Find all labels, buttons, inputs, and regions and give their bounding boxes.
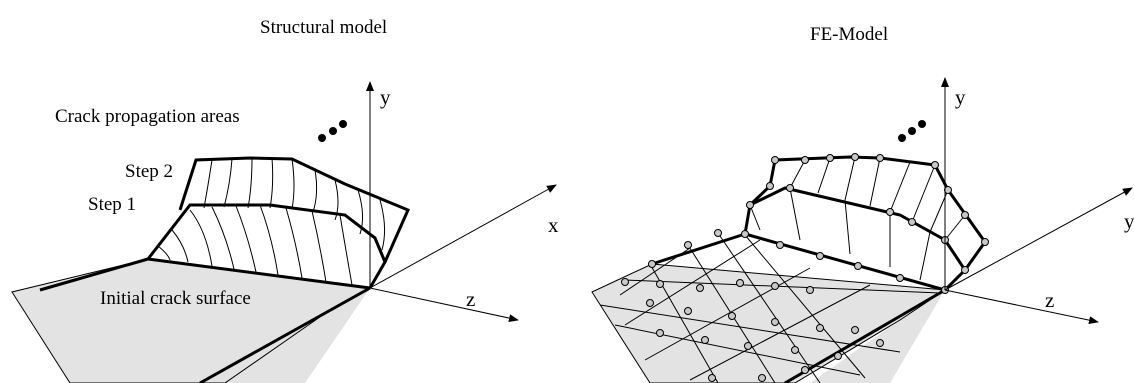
initial-crack-front bbox=[147, 257, 371, 290]
initial-surface-lower-edge bbox=[199, 286, 371, 383]
fe-model-panel: FE-Model bbox=[591, 24, 1134, 383]
x-axis bbox=[369, 184, 557, 289]
z-axis bbox=[369, 287, 519, 323]
continuation-dots bbox=[318, 120, 347, 142]
fe-model-title: FE-Model bbox=[810, 24, 888, 45]
z-axis-label: z bbox=[466, 287, 475, 311]
fe-nodes bbox=[621, 153, 989, 382]
step2-area bbox=[178, 156, 410, 263]
step2-label: Step 2 bbox=[125, 161, 173, 182]
fe-x-axis-label: y bbox=[1124, 209, 1134, 233]
fe-z-axis bbox=[944, 289, 1099, 325]
fe-surface-lower-edge bbox=[784, 288, 946, 383]
initial-crack-surface-label: Initial crack surface bbox=[100, 288, 251, 309]
initial-crack-surface-back bbox=[225, 288, 370, 383]
fe-propagation-mesh bbox=[743, 155, 987, 292]
fe-y-axis-label: y bbox=[955, 85, 966, 109]
structural-model-title: Structural model bbox=[260, 17, 387, 38]
crack-propagation-areas-label: Crack propagation areas bbox=[55, 106, 240, 127]
y-axis-label: y bbox=[380, 85, 391, 109]
fe-continuation-dots bbox=[898, 120, 926, 142]
fe-z-axis-label: z bbox=[1045, 288, 1054, 312]
x-axis-label: x bbox=[548, 213, 559, 237]
structural-model-panel: Structural model bbox=[11, 17, 559, 383]
fe-surface-front-edge bbox=[651, 232, 746, 266]
initial-surface-front-edge bbox=[39, 257, 149, 292]
step1-label: Step 1 bbox=[88, 194, 136, 215]
fe-x-axis bbox=[944, 187, 1133, 291]
fe-initial-surface-back bbox=[810, 290, 945, 383]
